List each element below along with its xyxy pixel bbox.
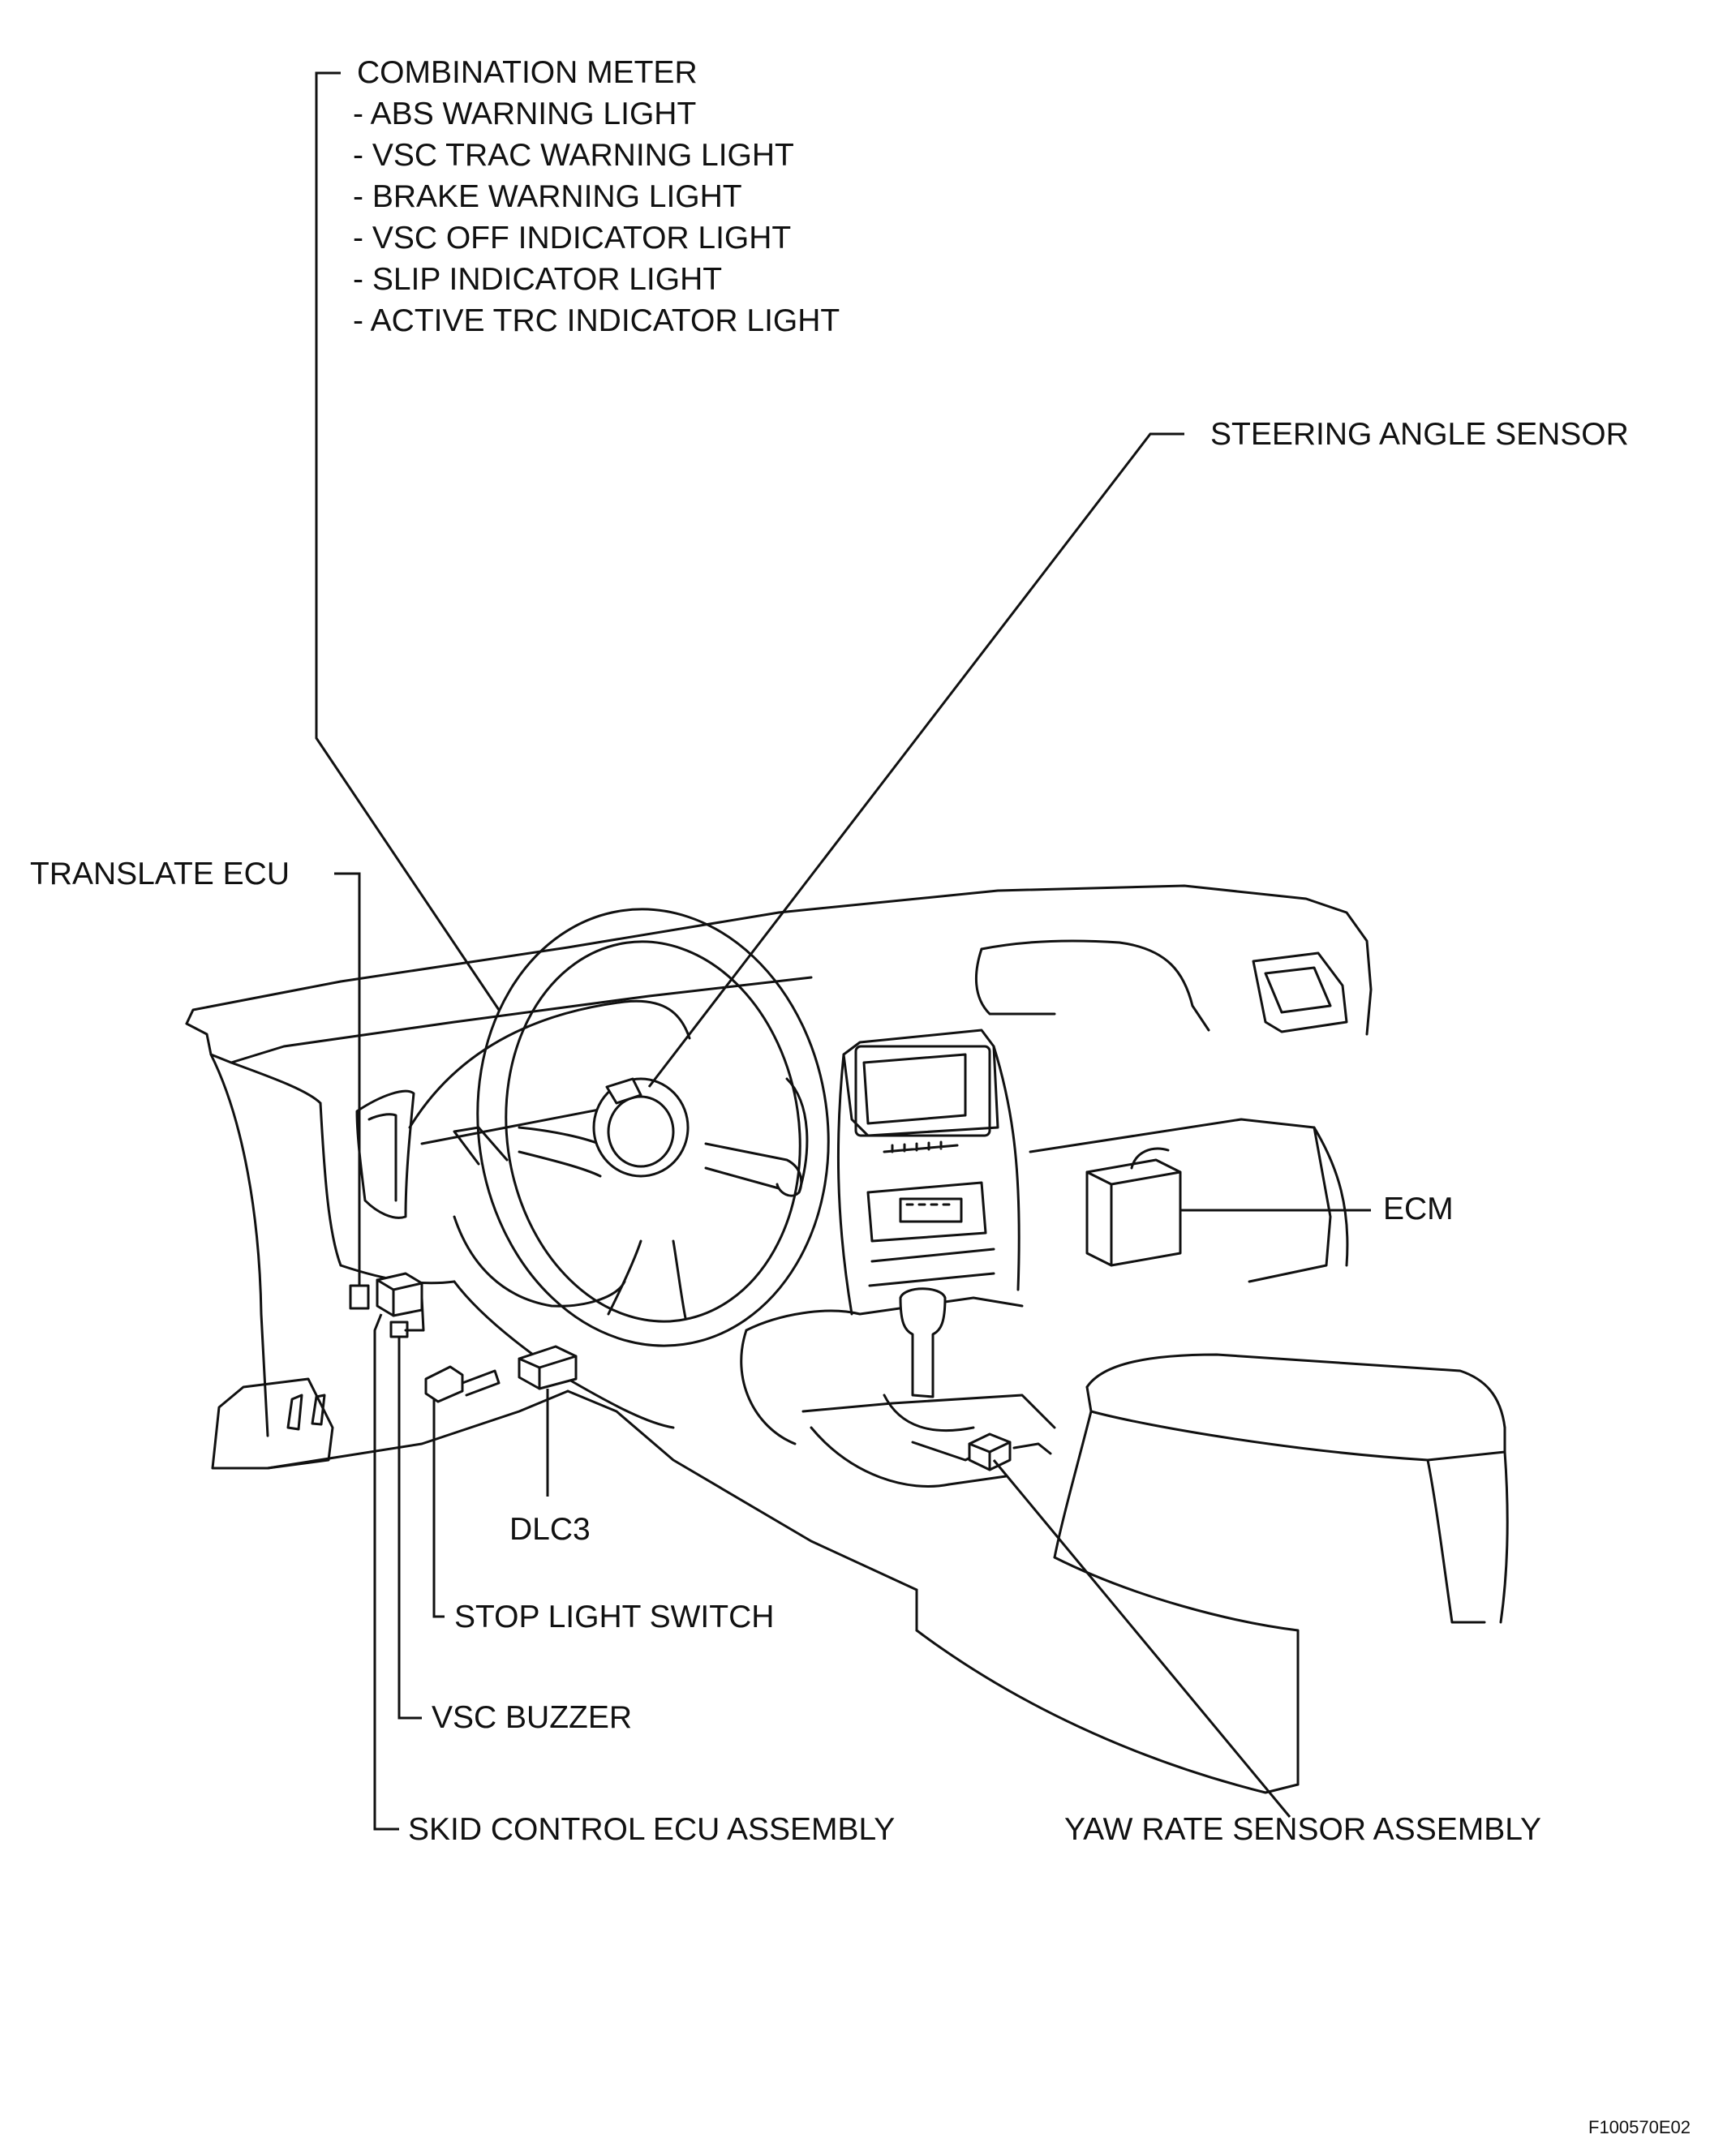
combination-meter-item: - BRAKE WARNING LIGHT [353, 179, 742, 214]
dashboard-illustration [185, 884, 1509, 1794]
combination-meter-item: - SLIP INDICATOR LIGHT [353, 262, 722, 297]
leader-skid-control-ecu [373, 1313, 399, 1831]
leader-stop-light-switch [432, 1399, 445, 1618]
leader-yaw-rate-sensor [992, 1459, 1291, 1818]
vsc-buzzer-label: VSC BUZZER [432, 1700, 632, 1735]
leader-vsc-buzzer [397, 1337, 422, 1720]
ecm-label: ECM [1383, 1192, 1454, 1226]
combination-meter-title: COMBINATION METER [357, 55, 698, 90]
dlc3-label: DLC3 [509, 1512, 591, 1547]
leader-translate-ecu [334, 872, 361, 1286]
leader-lines [315, 71, 1371, 1831]
combination-meter-label-group: COMBINATION METER - ABS WARNING LIGHT - … [353, 55, 840, 338]
leader-combination-meter [315, 71, 501, 1011]
combination-meter-item: - VSC TRAC WARNING LIGHT [353, 138, 794, 173]
combination-meter-item: - ABS WARNING LIGHT [353, 97, 696, 131]
yaw-rate-sensor-label: YAW RATE SENSOR ASSEMBLY [1064, 1812, 1541, 1847]
leader-steering-angle-sensor [647, 432, 1184, 1088]
figure-code: F100570E02 [1588, 2117, 1691, 2137]
steering-angle-sensor-label: STEERING ANGLE SENSOR [1210, 417, 1629, 452]
combination-meter-item: - VSC OFF INDICATOR LIGHT [353, 221, 791, 256]
combination-meter-item: - ACTIVE TRC INDICATOR LIGHT [353, 303, 840, 338]
stop-light-switch-label: STOP LIGHT SWITCH [454, 1600, 774, 1634]
skid-control-ecu-label: SKID CONTROL ECU ASSEMBLY [408, 1812, 895, 1847]
translate-ecu-label: TRANSLATE ECU [30, 857, 290, 891]
